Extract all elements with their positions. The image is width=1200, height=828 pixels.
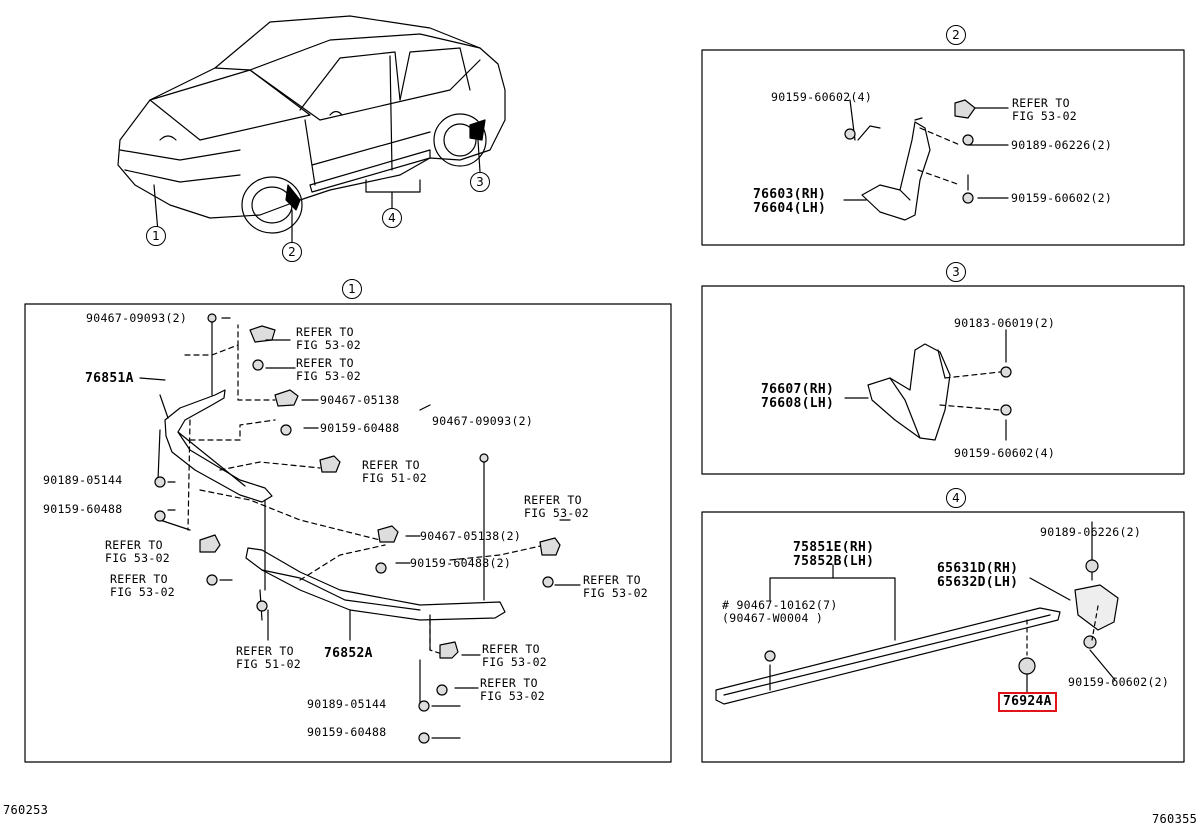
part-label[interactable]: 90189-06226(2) xyxy=(1011,138,1113,152)
part-number-76607[interactable]: 76607(RH) 76608(LH) xyxy=(761,382,835,411)
refer-label[interactable]: REFER TO FIG 53-02 xyxy=(480,676,546,703)
part-label[interactable]: 90159-60488 xyxy=(43,502,123,516)
part-number-76852a[interactable]: 76852A xyxy=(324,646,373,661)
part-label[interactable]: 90467-09093(2) xyxy=(86,311,188,325)
refer-label[interactable]: REFER TO FIG 51-02 xyxy=(362,458,428,485)
refer-label[interactable]: REFER TO FIG 53-02 xyxy=(482,642,548,669)
refer-label[interactable]: REFER TO FIG 53-02 xyxy=(1012,96,1078,123)
section-4-frame xyxy=(701,511,1185,763)
section-2-badge: 2 xyxy=(946,25,966,45)
part-label[interactable]: 90159-60602(4) xyxy=(954,446,1056,460)
part-label[interactable]: 90189-06226(2) xyxy=(1040,525,1142,539)
highlighted-part-76924a[interactable]: 76924A xyxy=(998,692,1057,712)
section-1-frame xyxy=(24,303,672,763)
section-4-badge: 4 xyxy=(946,488,966,508)
section-2-parts xyxy=(843,99,1009,221)
refer-label[interactable]: REFER TO FIG 53-02 xyxy=(296,356,362,383)
refer-label[interactable]: REFER TO FIG 53-02 xyxy=(110,572,176,599)
section-1-badge: 1 xyxy=(342,279,362,299)
part-label[interactable]: 90467-05138 xyxy=(320,393,400,407)
section-3-frame xyxy=(701,285,1185,475)
part-label[interactable]: 90467-09093(2) xyxy=(432,414,534,428)
part-number-75851e[interactable]: 75851E(RH) 75852B(LH) xyxy=(793,540,875,569)
part-number-65631d[interactable]: 65631D(RH) 65632D(LH) xyxy=(937,561,1019,590)
refer-label[interactable]: REFER TO FIG 53-02 xyxy=(583,573,649,600)
callout-1[interactable]: 1 xyxy=(146,226,166,246)
part-number-76603[interactable]: 76603(RH) 76604(LH) xyxy=(753,187,827,216)
part-label[interactable]: 90159-60602(2) xyxy=(1011,191,1113,205)
section-3-badge: 3 xyxy=(946,262,966,282)
part-label[interactable]: 90159-60488(2) xyxy=(410,556,512,570)
part-label[interactable]: 90159-60488 xyxy=(307,725,387,739)
refer-label[interactable]: REFER TO FIG 53-02 xyxy=(296,325,362,352)
figure-code-left: 760253 xyxy=(3,803,49,817)
section-3-parts xyxy=(844,329,1012,441)
refer-label[interactable]: REFER TO FIG 53-02 xyxy=(524,493,590,520)
part-label[interactable]: 90159-60488 xyxy=(320,421,400,435)
callout-2[interactable]: 2 xyxy=(282,242,302,262)
part-label[interactable]: 90189-05144 xyxy=(307,697,387,711)
refer-label[interactable]: REFER TO FIG 53-02 xyxy=(105,538,171,565)
part-label[interactable]: 90159-60602(2) xyxy=(1068,675,1170,689)
section-4-parts xyxy=(715,521,1119,705)
callout-3[interactable]: 3 xyxy=(470,172,490,192)
section-2-frame xyxy=(701,49,1185,246)
part-label[interactable]: 90183-06019(2) xyxy=(954,316,1056,330)
section-1-parts xyxy=(139,313,581,744)
figure-code-right: 760355 xyxy=(1152,812,1198,826)
part-label[interactable]: 90189-05144 xyxy=(43,473,123,487)
part-label[interactable]: 90467-05138(2) xyxy=(420,529,522,543)
part-label[interactable]: # 90467-10162(7) (90467-W0004 ) xyxy=(722,598,838,625)
refer-label[interactable]: REFER TO FIG 51-02 xyxy=(236,644,302,671)
car-illustration xyxy=(117,15,506,243)
part-label[interactable]: 90159-60602(4) xyxy=(771,90,873,104)
part-number-76851a[interactable]: 76851A xyxy=(85,371,134,386)
callout-4[interactable]: 4 xyxy=(382,208,402,228)
